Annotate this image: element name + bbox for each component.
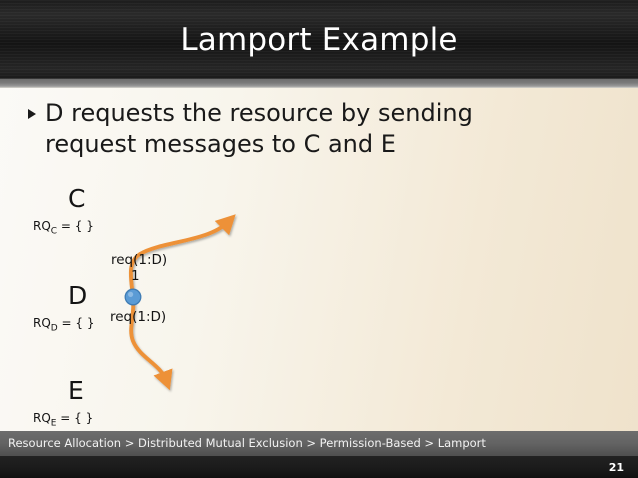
request-queue-d: RQD = { }	[33, 316, 95, 333]
event-dot-d	[124, 288, 142, 306]
page-number: 21	[608, 461, 624, 474]
bullet-list: D requests the resource by sending reque…	[28, 98, 588, 160]
rq-prefix-e: RQ	[33, 411, 51, 425]
rq-value-c: = { }	[57, 219, 94, 233]
process-label-c: C	[68, 184, 86, 213]
bullet-text: D requests the resource by sending reque…	[45, 99, 473, 158]
rq-value-e: = { }	[56, 411, 94, 425]
rq-subscript-e: E	[50, 418, 57, 429]
header-divider	[0, 79, 638, 88]
page-title: Lamport Example	[180, 22, 458, 58]
slide-header: Lamport Example	[0, 0, 638, 79]
message-arrow-d-to-e	[129, 295, 173, 391]
rq-subscript-d: D	[50, 323, 58, 334]
list-item: D requests the resource by sending reque…	[28, 98, 588, 160]
request-queue-e: RQE = { }	[33, 411, 93, 428]
request-queue-c: RQC = { }	[33, 219, 94, 236]
message-timestamp: 1	[131, 268, 140, 284]
footer-bottom-bar: 21	[0, 456, 638, 478]
message-arrow-d-to-c	[128, 214, 236, 299]
process-label-d: D	[68, 281, 88, 310]
message-label-to-c: req(1:D)	[111, 252, 168, 268]
rq-subscript-c: C	[50, 226, 58, 237]
rq-value-d: = { }	[57, 316, 95, 330]
diagram-svg	[100, 182, 575, 410]
rq-prefix-c: RQ	[33, 219, 51, 233]
triangle-bullet-icon	[28, 109, 36, 119]
process-label-e: E	[68, 376, 84, 405]
lamport-timeline-diagram: C D E RQC = { } RQD = { } RQE = { } req(…	[0, 170, 638, 430]
breadcrumb: Resource Allocation > Distributed Mutual…	[8, 436, 486, 450]
rq-prefix-d: RQ	[33, 316, 51, 330]
footer-breadcrumb-bar: Resource Allocation > Distributed Mutual…	[0, 431, 638, 456]
message-label-to-e: req(1:D)	[110, 309, 167, 325]
